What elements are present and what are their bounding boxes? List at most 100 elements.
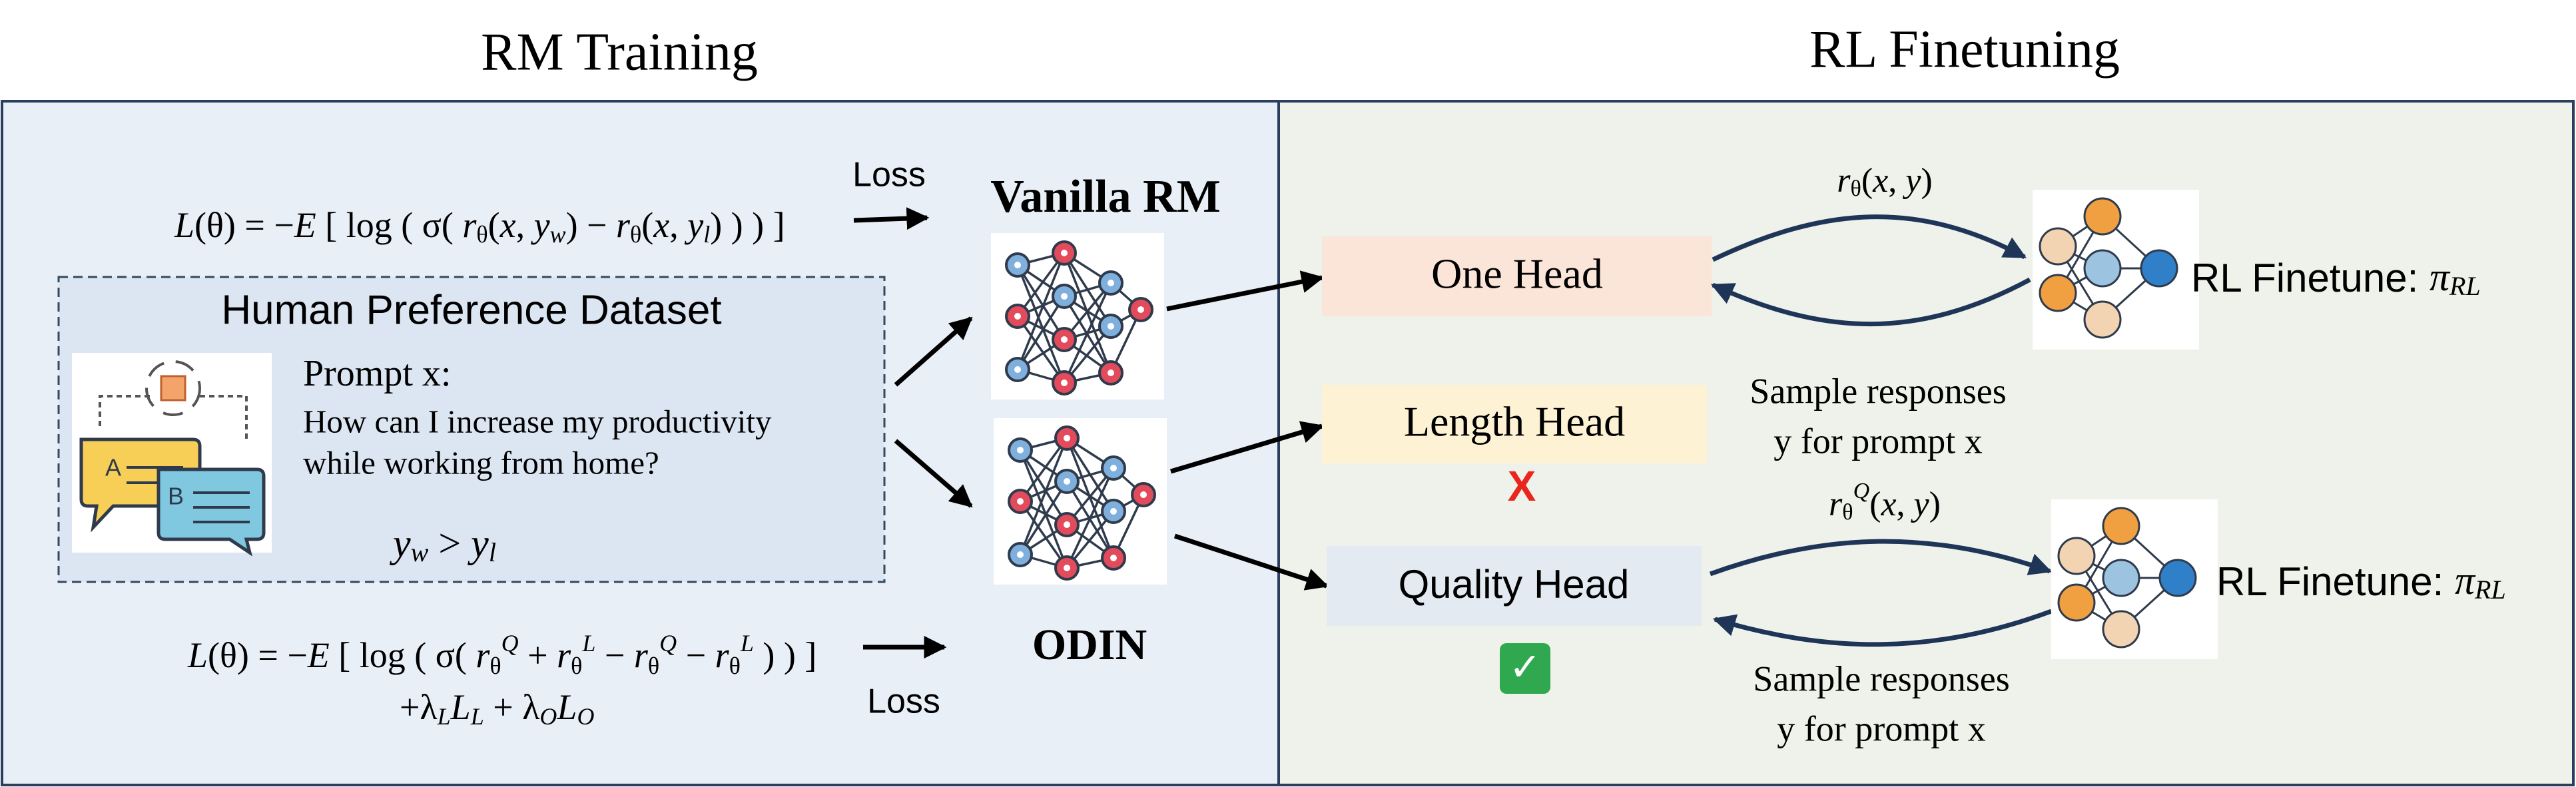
- network-edge: [1016, 315, 1066, 384]
- network-node-dot: [1017, 498, 1024, 505]
- policy-node: [2039, 227, 2077, 266]
- policy-node: [2057, 537, 2096, 575]
- chat-bubble-a-letter: A: [105, 454, 121, 481]
- policy-node: [2039, 274, 2077, 312]
- arrow-odin-to-length-head: [1169, 421, 1325, 474]
- sample-responses-mid-2: y for prompt x: [1773, 421, 1982, 461]
- policy-node: [2102, 559, 2140, 597]
- network-edge: [1019, 449, 1068, 569]
- policy-node: [2083, 197, 2122, 236]
- odin-network-icon: [994, 418, 1167, 585]
- network-node-dot: [1017, 447, 1024, 453]
- refresh-icon: [145, 360, 201, 416]
- curve-back-to-one-head: [1710, 277, 2031, 327]
- policy-node: [2057, 583, 2096, 622]
- check-mark-box: [1500, 643, 1550, 694]
- network-node-dot: [1110, 508, 1117, 515]
- network-edge: [1019, 437, 1068, 503]
- cross-mark-icon: X: [1508, 462, 1536, 510]
- network-node-dot: [1014, 262, 1021, 268]
- vanilla-rm-network-icon: [991, 233, 1164, 399]
- network-node-dot: [1140, 491, 1147, 498]
- dataset-title: Human Preference Dataset: [221, 287, 721, 333]
- title-rl-finetuning: RL Finetuning: [1809, 20, 2120, 79]
- network-node-dot: [1064, 521, 1070, 528]
- odin-label: ODIN: [1032, 621, 1147, 669]
- network-node-dot: [1017, 551, 1024, 558]
- sample-responses-bottom-1: Sample responses: [1753, 658, 2009, 698]
- network-node-dot: [1110, 465, 1117, 471]
- policy-network-top-icon: [2033, 190, 2199, 350]
- network-edge: [1019, 481, 1068, 555]
- quality-head-box: [1327, 546, 1702, 626]
- policy-node: [2140, 249, 2178, 288]
- network-edge: [1016, 264, 1066, 384]
- reward-label-top-text: rθ(x, y): [1837, 162, 1932, 201]
- sample-responses-bottom-2: y for prompt x: [1777, 708, 1985, 748]
- network-edge: [1016, 252, 1066, 318]
- policy-node: [2102, 610, 2140, 649]
- curve-back-to-quality-head: [1712, 609, 2053, 647]
- vanilla-rm-label: Vanilla RM: [990, 171, 1221, 222]
- network-node-dot: [1014, 366, 1021, 373]
- prompt-line-1: How can I increase my productivity: [303, 403, 772, 439]
- arrow-dataset-to-vanilla: [894, 316, 973, 387]
- network-node-dot: [1064, 435, 1070, 441]
- title-rm-training: RM Training: [481, 23, 758, 81]
- network-node-dot: [1061, 380, 1068, 386]
- arrow-vanilla-to-one-head: [1166, 270, 1325, 312]
- network-node-dot: [1108, 370, 1114, 376]
- quality-head-label: Quality Head: [1399, 562, 1630, 607]
- equation-top: L(θ) = −E [ log ( σ( rθ(x, yw) − rθ(x, y…: [174, 205, 785, 248]
- network-node-dot: [1014, 313, 1021, 320]
- policy-node: [2102, 507, 2140, 545]
- equation-bottom: L(θ) = −E [ log ( σ( rθQ + rθL − rθQ − r…: [187, 630, 816, 730]
- equation-top-text: L(θ) = −E [ log ( σ( rθ(x, yw) − rθ(x, y…: [174, 205, 785, 248]
- sample-responses-mid-1: Sample responses: [1750, 371, 2006, 411]
- preference-formula-text: yw > yl: [389, 521, 496, 567]
- reward-label-bottom: rθQ(x, y): [1829, 479, 1941, 525]
- one-head-label: One Head: [1431, 250, 1603, 298]
- policy-node: [2158, 559, 2197, 597]
- network-node-dot: [1061, 250, 1068, 256]
- loss-label-bottom: Loss: [867, 682, 940, 721]
- rl-finetune-bottom: RL Finetune: πRL: [2216, 559, 2506, 605]
- network-edge: [1019, 437, 1068, 555]
- check-mark-icon: ✓: [1500, 643, 1550, 694]
- arrow-dataset-to-odin: [894, 439, 973, 508]
- prompt-label: Prompt x:: [303, 353, 451, 394]
- network-edge: [1019, 449, 1068, 525]
- network-edge: [1016, 264, 1066, 340]
- rl-finetune-top: RL Finetune: πRL: [2191, 255, 2481, 301]
- chip-icon: [160, 375, 186, 401]
- network-node-dot: [1110, 555, 1117, 561]
- length-head-box: [1322, 385, 1707, 463]
- one-head-box: [1322, 236, 1712, 316]
- network-node-dot: [1137, 306, 1144, 313]
- network-node-dot: [1108, 323, 1114, 330]
- curve-to-rl-bottom: [1709, 539, 2053, 577]
- policy-node: [2083, 300, 2122, 339]
- network-node-dot: [1064, 478, 1070, 485]
- network-node-dot: [1108, 280, 1114, 286]
- chat-illustration: A B: [72, 353, 272, 557]
- check-mark-glyph: ✓: [1509, 645, 1542, 688]
- arrow-odin-to-quality-head: [1173, 533, 1329, 591]
- policy-node: [2083, 249, 2122, 288]
- length-head-label: Length Head: [1404, 398, 1625, 445]
- rl-finetune-top-text: RL Finetune: πRL: [2191, 255, 2481, 301]
- network-node-dot: [1061, 293, 1068, 300]
- reward-label-bottom-text: rθQ(x, y): [1829, 479, 1941, 525]
- loss-arrow-top: [853, 207, 930, 230]
- curve-to-rl-top: [1712, 214, 2027, 262]
- network-edge: [1019, 500, 1068, 569]
- network-edge: [1016, 296, 1066, 370]
- chat-bubble-b: [157, 467, 266, 557]
- chat-bubble-b-letter: B: [168, 483, 184, 510]
- equation-bottom-line-2: +λLLL + λOLO: [400, 687, 594, 730]
- rl-finetune-bottom-text: RL Finetune: πRL: [2216, 559, 2506, 605]
- network-edge: [1066, 467, 1115, 569]
- equation-bottom-line-1: L(θ) = −E [ log ( σ( rθQ + rθL − rθQ − r…: [187, 630, 816, 679]
- network-edge: [1063, 282, 1112, 384]
